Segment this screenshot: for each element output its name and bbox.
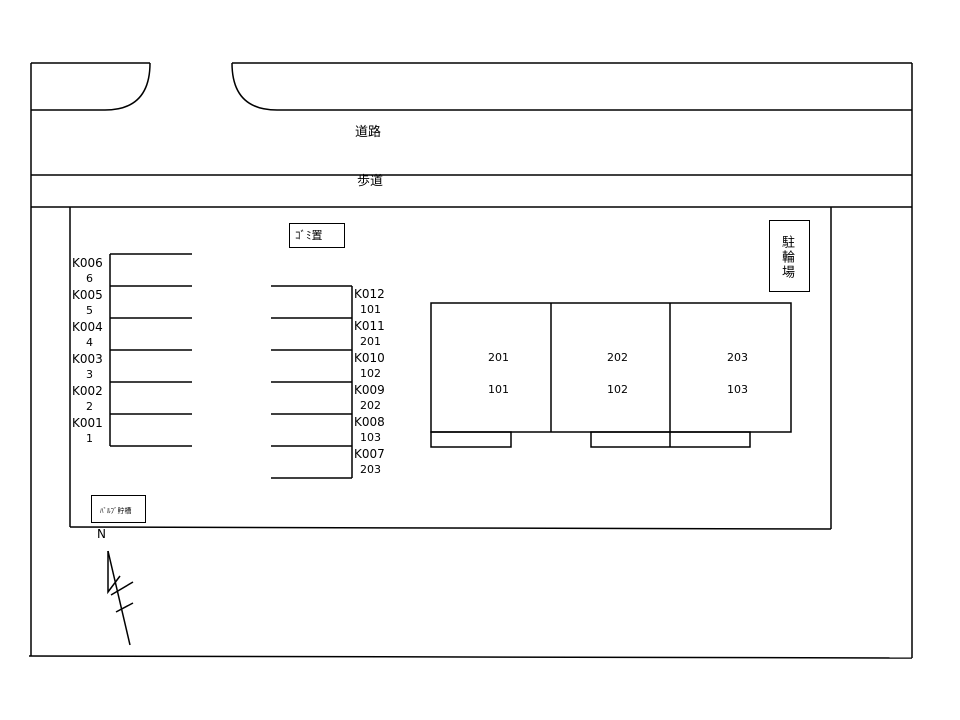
unit-upper: 201 bbox=[488, 351, 509, 364]
parking-code: K002 bbox=[72, 384, 103, 398]
road-label: 道路 bbox=[355, 125, 382, 140]
unit-lower: 103 bbox=[727, 383, 748, 396]
unit-upper: 202 bbox=[607, 351, 628, 364]
parking-number: 103 bbox=[360, 431, 381, 444]
parking-code: K010 bbox=[354, 351, 385, 365]
parking-number: 201 bbox=[360, 335, 381, 348]
garbage-station-label: ｺﾞﾐ置 bbox=[295, 229, 323, 242]
garbage-station: ｺﾞﾐ置 bbox=[289, 223, 345, 248]
unit-upper: 203 bbox=[727, 351, 748, 364]
parking-code: K004 bbox=[72, 320, 103, 334]
sidewalk-label: 歩道 bbox=[357, 174, 384, 189]
parking-number: 101 bbox=[360, 303, 381, 316]
unit-lower: 102 bbox=[607, 383, 628, 396]
parking-code: K008 bbox=[354, 415, 385, 429]
parking-number: 4 bbox=[86, 336, 93, 349]
parking-code: K003 bbox=[72, 352, 103, 366]
parking-code: K006 bbox=[72, 256, 103, 270]
bicycle-parking: 駐輪場 bbox=[769, 220, 810, 292]
parking-number: 102 bbox=[360, 367, 381, 380]
parking-code: K012 bbox=[354, 287, 385, 301]
parking-number: 203 bbox=[360, 463, 381, 476]
parking-code: K007 bbox=[354, 447, 385, 461]
north-label: N bbox=[97, 527, 106, 541]
valve-box-label: ﾊﾞﾙﾌﾞ貯槽 bbox=[100, 507, 132, 515]
parking-number: 5 bbox=[86, 304, 93, 317]
parking-number: 6 bbox=[86, 272, 93, 285]
parking-code: K009 bbox=[354, 383, 385, 397]
road-corner-left bbox=[104, 62, 151, 111]
parking-number: 2 bbox=[86, 400, 93, 413]
apartment-building bbox=[430, 302, 792, 433]
valve-box: ﾊﾞﾙﾌﾞ貯槽 bbox=[91, 495, 146, 523]
bicycle-parking-label: 駐輪場 bbox=[779, 235, 794, 280]
north-arrow-icon bbox=[107, 550, 134, 646]
parking-code: K001 bbox=[72, 416, 103, 430]
parking-code: K011 bbox=[354, 319, 385, 333]
parking-number: 1 bbox=[86, 432, 93, 445]
unit-lower: 101 bbox=[488, 383, 509, 396]
parking-number: 3 bbox=[86, 368, 93, 381]
road-corner-right bbox=[231, 62, 278, 111]
parking-code: K005 bbox=[72, 288, 103, 302]
parking-number: 202 bbox=[360, 399, 381, 412]
